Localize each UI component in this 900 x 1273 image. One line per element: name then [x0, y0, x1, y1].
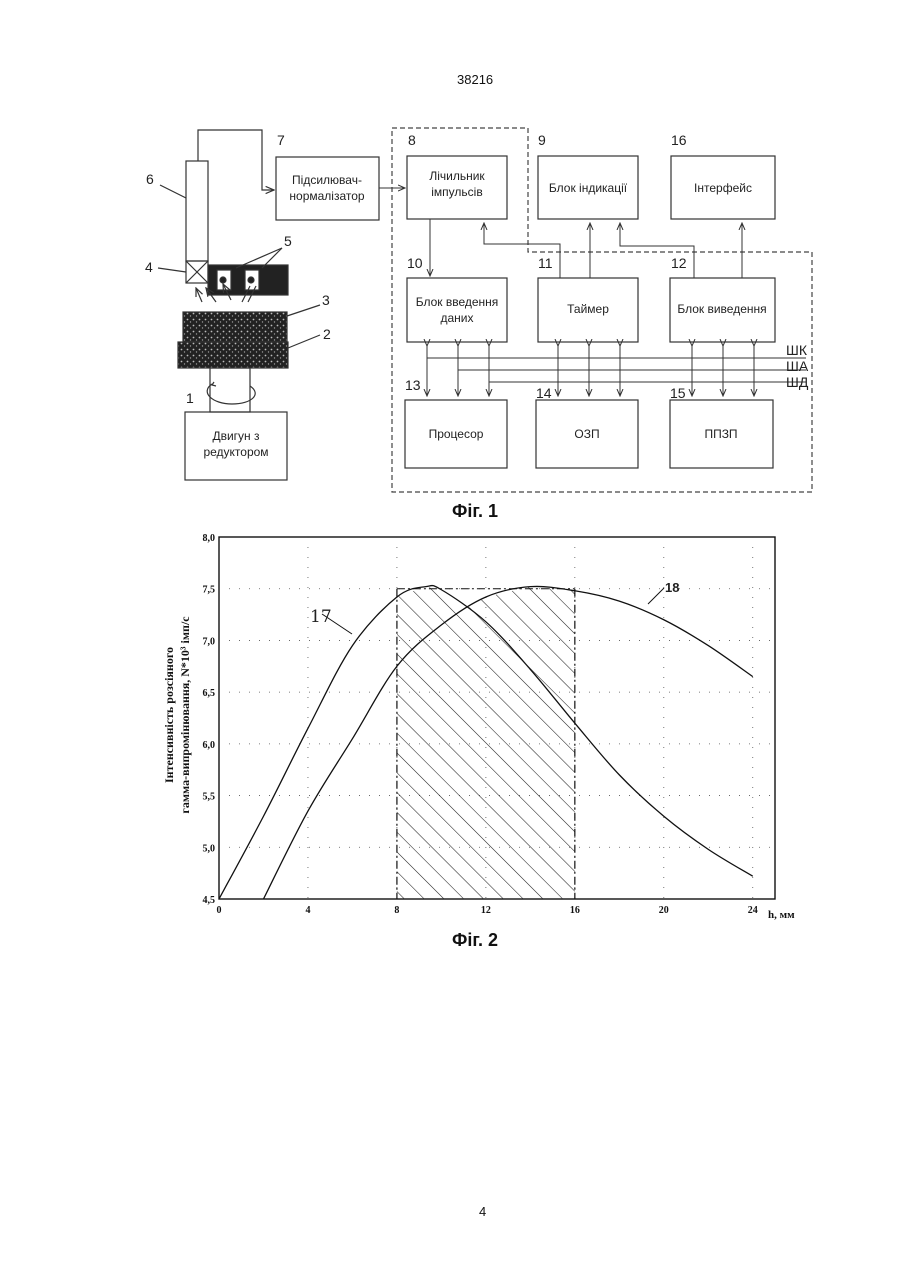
ref-4: 4: [145, 259, 153, 275]
interface-label: Інтерфейс: [694, 181, 752, 195]
x-tick-label: 24: [748, 905, 758, 916]
curve-18-label: 18: [665, 580, 679, 595]
ref-9: 9: [538, 132, 546, 148]
counter-label-1: Лічильник: [429, 169, 485, 183]
curve-17-leader: [322, 614, 352, 634]
ref-6: 6: [146, 171, 154, 187]
ref-11: 11: [538, 255, 553, 271]
motor-label-1: Двигун з: [212, 429, 260, 443]
ref-2: 2: [323, 326, 331, 342]
ref-3: 3: [322, 292, 330, 308]
detector-column: [186, 161, 208, 261]
rom-label: ППЗП: [704, 427, 737, 441]
ref-5: 5: [284, 233, 292, 249]
y-tick-label: 7,5: [203, 585, 216, 596]
base-plate: [178, 342, 288, 368]
input-label-2: даних: [440, 311, 473, 325]
amp-label-1: Підсилювач-: [292, 173, 362, 187]
page-number: 4: [479, 1204, 486, 1219]
bus-control-label: ШК: [786, 342, 808, 358]
indication-label: Блок індикації: [549, 181, 628, 195]
y-axis-title-1: Інтенсивність розсіяного: [162, 647, 176, 783]
plot-frame: [219, 537, 775, 899]
fig2-caption: Фіг. 2: [452, 930, 498, 951]
curve-17-label: 17: [310, 607, 332, 627]
processor-label: Процесор: [429, 427, 484, 441]
x-tick-label: 0: [217, 905, 222, 916]
shaded-region: [397, 587, 575, 899]
x-tick-label: 12: [481, 905, 491, 916]
ref-1: 1: [186, 390, 194, 406]
fig1-block-diagram: Підсилювач- нормалізатор Лічильник імпул…: [0, 0, 900, 520]
series-18-line: [263, 586, 752, 899]
ref-14: 14: [536, 385, 552, 401]
counter-label-2: імпульсів: [431, 185, 482, 199]
x-tick-label: 16: [570, 905, 580, 916]
timer-label: Таймер: [567, 302, 609, 316]
x-tick-label: 4: [305, 905, 310, 916]
ref-7: 7: [277, 132, 285, 148]
sample-layer: [183, 312, 287, 342]
input-block: [407, 278, 507, 342]
y-tick-label: 7,0: [203, 636, 216, 647]
ref-16: 16: [671, 132, 687, 148]
y-tick-label: 5,0: [203, 843, 216, 854]
y-tick-label: 6,5: [203, 688, 216, 699]
motor-label-2: редуктором: [203, 445, 268, 459]
y-tick-label: 6,0: [203, 740, 216, 751]
curve-18-leader: [648, 588, 664, 604]
ram-label: ОЗП: [574, 427, 599, 441]
ref-10: 10: [407, 255, 423, 271]
ref-8: 8: [408, 132, 416, 148]
amp-label-2: нормалізатор: [289, 189, 365, 203]
y-axis-title-2: гамма-випромінювання, N*10³ імп/с: [178, 616, 192, 814]
series-17-line: [219, 586, 753, 899]
y-tick-label: 5,5: [203, 792, 216, 803]
shaft: [210, 368, 250, 412]
output-label: Блок виведення: [677, 302, 766, 316]
ref-15: 15: [670, 385, 686, 401]
x-tick-label: 20: [659, 905, 669, 916]
x-tick-label: 8: [394, 905, 399, 916]
fig1-caption: Фіг. 1: [452, 501, 498, 522]
y-tick-label: 4,5: [203, 895, 216, 906]
input-label-1: Блок введення: [416, 295, 499, 309]
x-axis-title: h, мм: [768, 909, 795, 921]
ref-13: 13: [405, 377, 421, 393]
bus-address-label: ША: [786, 358, 809, 374]
bus-data-label: ШД: [786, 374, 809, 390]
ref-12: 12: [671, 255, 687, 271]
y-tick-label: 8,0: [203, 533, 216, 544]
